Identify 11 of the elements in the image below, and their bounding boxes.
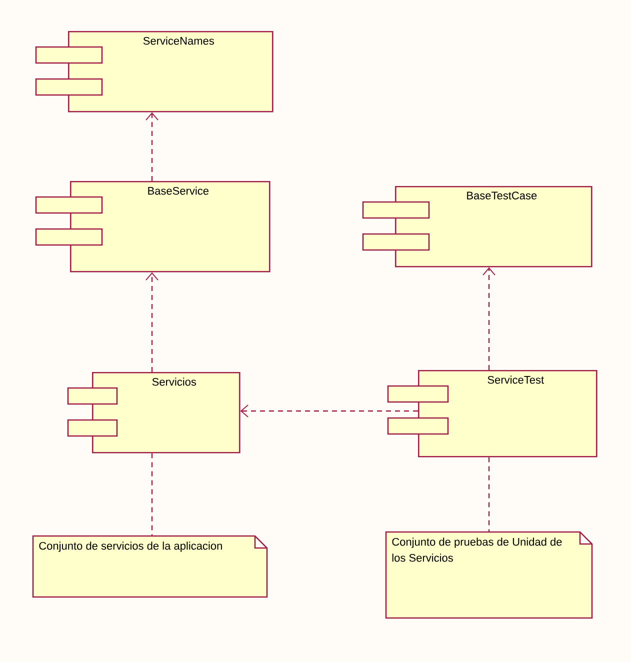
dependency-arrow — [146, 272, 158, 372]
note-box: Conjunto de pruebas de Unidad de los Servicios — [385, 531, 593, 619]
dependency-arrow — [240, 404, 418, 418]
component-box: ServiceNames — [35, 31, 274, 112]
note-box: Conjunto de servicios de la aplicacion — [32, 535, 268, 598]
dependency-arrow — [146, 112, 158, 181]
component-box: ServiceTest — [387, 370, 598, 458]
component-box: BaseTestCase — [362, 186, 592, 268]
component-box: Servicios — [67, 372, 240, 454]
component-box: BaseService — [35, 181, 270, 272]
dependency-arrow — [482, 267, 496, 370]
